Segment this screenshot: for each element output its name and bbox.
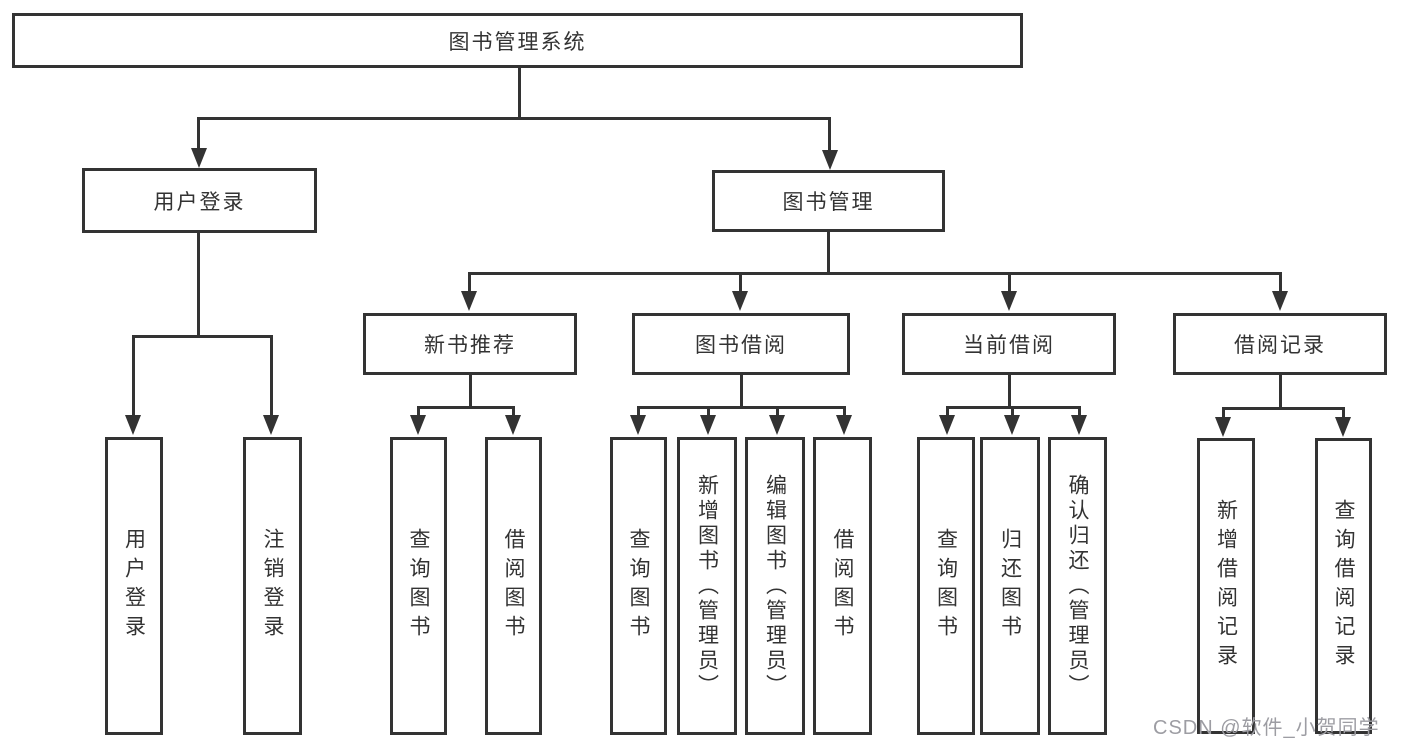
connector-line: [1011, 406, 1014, 417]
node-book-management: 图书管理: [712, 170, 945, 232]
arrow-down-icon: [939, 415, 955, 435]
connector-line: [828, 117, 831, 152]
connector-line: [197, 233, 200, 336]
arrow-down-icon: [263, 415, 279, 435]
arrow-down-icon: [1335, 417, 1351, 437]
connector-line: [197, 117, 831, 120]
arrow-down-icon: [769, 415, 785, 435]
connector-line: [1222, 407, 1345, 410]
arrow-down-icon: [700, 415, 716, 435]
connector-line: [827, 232, 830, 274]
connector-line: [1008, 272, 1011, 293]
leaf-cb-confirm-return-admin: 确认归还（管理员）: [1048, 437, 1107, 735]
arrow-down-icon: [630, 415, 646, 435]
node-book-borrow: 图书借阅: [632, 313, 850, 375]
connector-line: [1279, 375, 1282, 408]
leaf-bb-add-books-admin: 新增图书（管理员）: [677, 437, 737, 735]
leaf-bb-edit-books-admin: 编辑图书（管理员）: [745, 437, 805, 735]
leaf-nbr-query-books: 查询图书: [390, 437, 447, 735]
connector-line: [197, 117, 200, 150]
arrow-down-icon: [410, 415, 426, 435]
connector-line: [1342, 407, 1345, 419]
connector-line: [740, 375, 743, 407]
arrow-down-icon: [1001, 291, 1017, 311]
connector-line: [739, 272, 742, 293]
node-current-borrow: 当前借阅: [902, 313, 1116, 375]
connector-line: [1279, 272, 1282, 293]
watermark: CSDN @软件_小贺同学: [1153, 717, 1380, 739]
arrow-down-icon: [461, 291, 477, 311]
node-borrow-records: 借阅记录: [1173, 313, 1387, 375]
leaf-cb-query-books: 查询图书: [917, 437, 975, 735]
connector-line: [132, 335, 273, 338]
leaf-logout: 注销登录: [243, 437, 302, 735]
arrow-down-icon: [505, 415, 521, 435]
connector-line: [843, 406, 846, 417]
leaf-br-query-record: 查询借阅记录: [1315, 438, 1372, 734]
connector-line: [1222, 407, 1225, 419]
connector-line: [1008, 375, 1011, 407]
leaf-nbr-borrow-books: 借阅图书: [485, 437, 542, 735]
connector-line: [132, 335, 135, 416]
connector-line: [468, 272, 471, 293]
connector-line: [946, 406, 949, 417]
connector-line: [637, 406, 845, 409]
connector-line: [707, 406, 710, 417]
connector-line: [270, 335, 273, 416]
connector-line: [776, 406, 779, 417]
arrow-down-icon: [822, 150, 838, 170]
arrow-down-icon: [1004, 415, 1020, 435]
connector-line: [469, 375, 472, 407]
connector-line: [417, 406, 514, 409]
arrow-down-icon: [1215, 417, 1231, 437]
leaf-cb-return-books: 归还图书: [980, 437, 1040, 735]
arrow-down-icon: [125, 415, 141, 435]
arrow-down-icon: [836, 415, 852, 435]
connector-line: [637, 406, 640, 417]
connector-line: [512, 406, 515, 417]
node-user-login: 用户登录: [82, 168, 317, 233]
arrow-down-icon: [1272, 291, 1288, 311]
connector-line: [1078, 406, 1081, 417]
connector-line: [417, 406, 420, 417]
leaf-user-login: 用户登录: [105, 437, 163, 735]
leaf-bb-query-books: 查询图书: [610, 437, 667, 735]
node-root: 图书管理系统: [12, 13, 1023, 68]
connector-line: [468, 272, 1281, 275]
leaf-br-add-record: 新增借阅记录: [1197, 438, 1255, 734]
connector-line: [518, 67, 521, 118]
leaf-bb-borrow-books: 借阅图书: [813, 437, 872, 735]
arrow-down-icon: [732, 291, 748, 311]
arrow-down-icon: [191, 148, 207, 168]
arrow-down-icon: [1071, 415, 1087, 435]
node-new-book-recommend: 新书推荐: [363, 313, 577, 375]
